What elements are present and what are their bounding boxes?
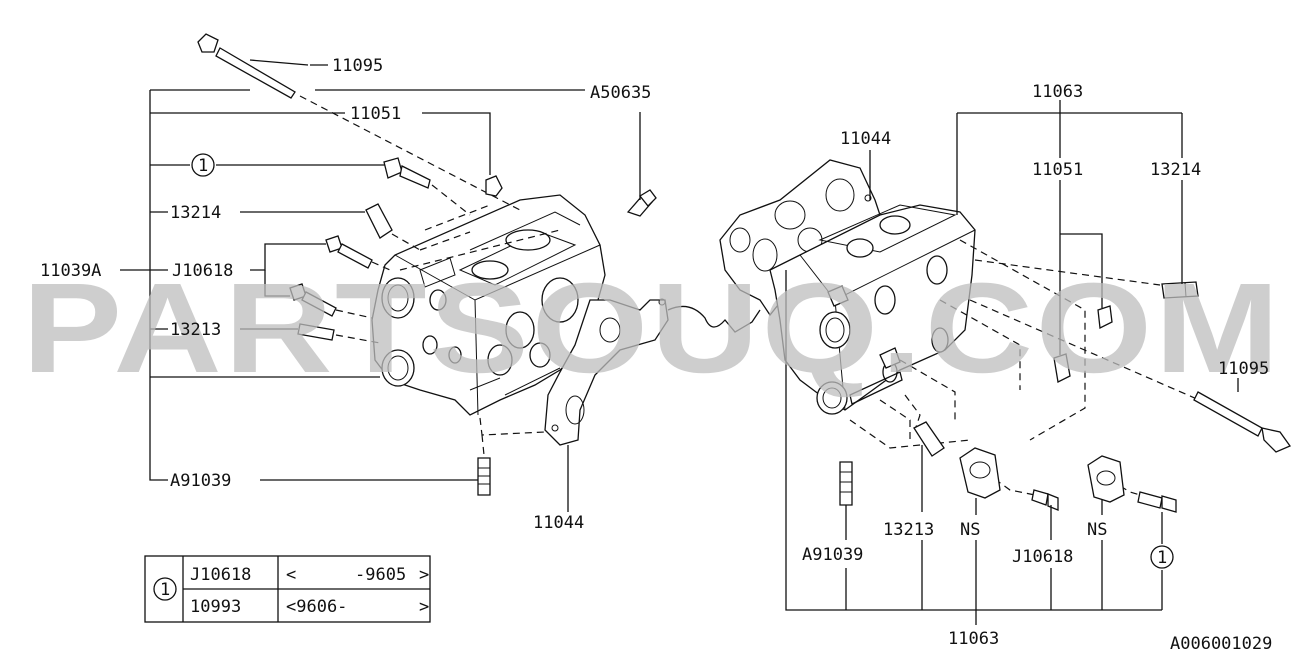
- legend-row-1-range-value: -9605: [355, 565, 406, 585]
- legend-row-1-range-open: <: [286, 565, 296, 585]
- callout-11051-left: 11051: [350, 104, 401, 124]
- right-cylinder-head-drawing: [719, 159, 1291, 513]
- callout-11095-right: 11095: [1218, 359, 1269, 379]
- legend-row-2-range-close: >: [419, 597, 429, 617]
- callout-ns-1: NS: [960, 520, 980, 540]
- circle-marker-left: [191, 153, 215, 177]
- callout-11044-left: 11044: [533, 513, 584, 533]
- callout-ns-2: NS: [1087, 520, 1107, 540]
- legend-marker: 1: [160, 580, 170, 600]
- callout-11095-top: 11095: [332, 56, 383, 76]
- callout-circle-1-left: 1: [198, 156, 208, 176]
- legend-row-2-range-open: <9606-: [286, 597, 347, 617]
- callout-13213-right: 13213: [883, 520, 934, 540]
- left-cylinder-head-drawing: [197, 33, 669, 496]
- callout-13213-left: 13213: [170, 320, 221, 340]
- callout-13214-left: 13214: [170, 203, 221, 223]
- legend-row-1-range-close: >: [419, 565, 429, 585]
- legend-table: 1 J10618 < -9605 > 10993 <9606- >: [144, 555, 431, 623]
- callout-11039a: 11039A: [40, 261, 101, 281]
- legend-circle-marker: [153, 577, 177, 601]
- connector-line: [667, 305, 761, 333]
- callout-a50635: A50635: [590, 83, 651, 103]
- circle-marker-right: [1150, 545, 1174, 569]
- left-leader-lines: [120, 59, 641, 512]
- callout-j10618-right: J10618: [1012, 547, 1073, 567]
- callout-circle-1-right: 1: [1157, 548, 1167, 568]
- legend-row-2-part: 10993: [190, 597, 241, 617]
- callout-11044-right: 11044: [840, 129, 891, 149]
- legend-row-1-part: J10618: [190, 565, 251, 585]
- callout-j10618-left: J10618: [172, 261, 233, 281]
- callout-a91039-left: A91039: [170, 471, 231, 491]
- watermark: PARTSOUQ.COM: [22, 257, 1282, 400]
- callout-11063-top: 11063: [1032, 82, 1083, 102]
- right-leader-lines: [785, 100, 1239, 625]
- callout-11051-right: 11051: [1032, 160, 1083, 180]
- callout-a91039-right: A91039: [802, 545, 863, 565]
- callout-11063-bottom: 11063: [948, 629, 999, 649]
- diagram-code: A006001029: [1170, 634, 1272, 653]
- callout-13214-right: 13214: [1150, 160, 1201, 180]
